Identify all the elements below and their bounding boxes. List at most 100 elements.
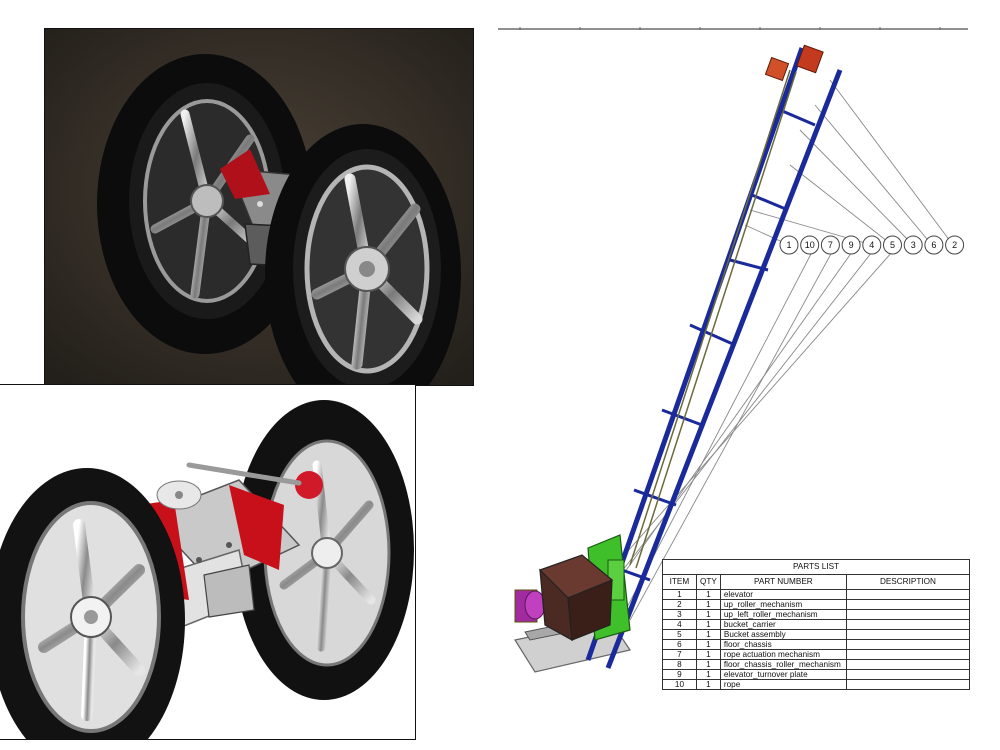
cell-part-number: floor_chassis	[719, 639, 847, 650]
header-description: DESCRIPTION	[845, 574, 971, 590]
cell-description	[845, 619, 971, 630]
balloon-label: 7	[828, 240, 833, 250]
header-item: ITEM	[662, 574, 697, 590]
balloon-label: 4	[869, 240, 874, 250]
robot-render-dark	[44, 28, 474, 386]
balloon-circle	[945, 235, 965, 255]
balloon-circle	[903, 235, 923, 255]
cell-qty: 1	[695, 629, 721, 640]
balloon-circle	[862, 235, 882, 255]
balloon-item-7: 7	[820, 235, 840, 255]
robot-chassis	[139, 462, 302, 632]
cell-item: 2	[662, 599, 697, 610]
cell-item: 10	[662, 679, 697, 690]
cell-qty: 1	[695, 649, 721, 660]
balloon-item-5: 5	[883, 235, 902, 255]
bucket-assembly	[538, 554, 614, 642]
cell-qty: 1	[695, 659, 721, 670]
cell-qty: 1	[695, 619, 721, 630]
robot-render-light	[0, 384, 416, 740]
cell-part-number: Bucket assembly	[719, 629, 847, 640]
parts-list-title: PARTS LIST	[662, 559, 970, 575]
parts-list-header-row: ITEM QTY PART NUMBER DESCRIPTION	[662, 574, 971, 590]
balloon-label: 10	[805, 240, 815, 250]
cell-item: 4	[662, 619, 697, 630]
cell-qty: 1	[695, 669, 721, 680]
balloon-item-10: 10	[800, 235, 820, 255]
cell-item: 1	[662, 589, 697, 600]
balloon-label: 1	[786, 240, 791, 250]
rope-actuation-mechanism	[514, 589, 546, 623]
balloon-circle	[820, 235, 840, 255]
rear-wheel	[97, 54, 313, 354]
cell-part-number: up_roller_mechanism	[719, 599, 847, 610]
cell-description	[845, 589, 971, 600]
item-balloons: 1 10 7 9 4 5 3 6 2	[779, 235, 965, 255]
cell-part-number: rope actuation mechanism	[719, 649, 847, 660]
cell-description	[845, 659, 971, 670]
balloon-circle	[800, 235, 820, 255]
cell-qty: 1	[695, 599, 721, 610]
cell-description	[845, 649, 971, 660]
cell-part-number: elevator_turnover plate	[719, 669, 847, 680]
balloon-label: 3	[911, 240, 916, 250]
robot-render-dark-illustration	[45, 29, 473, 385]
balloon-item-9: 9	[841, 235, 861, 255]
elevator-frame	[585, 47, 843, 669]
cell-qty: 1	[695, 639, 721, 650]
balloon-circle	[924, 235, 944, 255]
balloon-circle	[883, 235, 902, 255]
balloon-item-4: 4	[862, 235, 882, 255]
left-wheel	[0, 468, 185, 739]
balloon-item-6: 6	[924, 235, 944, 255]
cell-part-number: bucket_carrier	[719, 619, 847, 630]
balloon-label: 5	[890, 240, 895, 250]
cell-description	[845, 639, 971, 650]
balloon-label: 6	[931, 240, 936, 250]
front-wheel	[265, 124, 461, 385]
cell-part-number: elevator	[719, 589, 847, 600]
cell-item: 3	[662, 609, 697, 620]
cell-item: 9	[662, 669, 697, 680]
cell-part-number: up_left_roller_mechanism	[719, 609, 847, 620]
cell-part-number: floor_chassis_roller_mechanism	[719, 659, 847, 670]
balloon-circle	[841, 235, 861, 255]
balloon-circle	[779, 235, 799, 255]
cell-qty: 1	[695, 609, 721, 620]
balloon-item-1: 1	[779, 235, 799, 255]
balloon-label: 2	[952, 240, 957, 250]
cell-item: 5	[662, 629, 697, 640]
cell-item: 6	[662, 639, 697, 650]
balloon-item-3: 3	[903, 235, 923, 255]
balloon-item-2: 2	[945, 235, 965, 255]
cell-qty: 1	[695, 589, 721, 600]
rope	[629, 69, 797, 569]
parts-list-title-row: PARTS LIST	[662, 559, 970, 575]
balloon-label: 9	[849, 240, 854, 250]
cell-description	[845, 599, 971, 610]
cell-part-number: rope	[719, 679, 847, 690]
cell-description	[845, 679, 971, 690]
up-roller-mechanism	[764, 44, 824, 82]
cell-qty: 1	[695, 679, 721, 690]
parts-list-table: PARTS LIST ITEM QTY PART NUMBER DESCRIPT…	[662, 559, 971, 690]
right-wheel	[234, 400, 414, 700]
header-qty: QTY	[695, 574, 721, 590]
leader-lines	[604, 79, 954, 641]
cell-item: 8	[662, 659, 697, 670]
cell-item: 7	[662, 649, 697, 660]
cell-description	[845, 669, 971, 680]
cell-description	[845, 609, 971, 620]
cell-description	[845, 629, 971, 640]
